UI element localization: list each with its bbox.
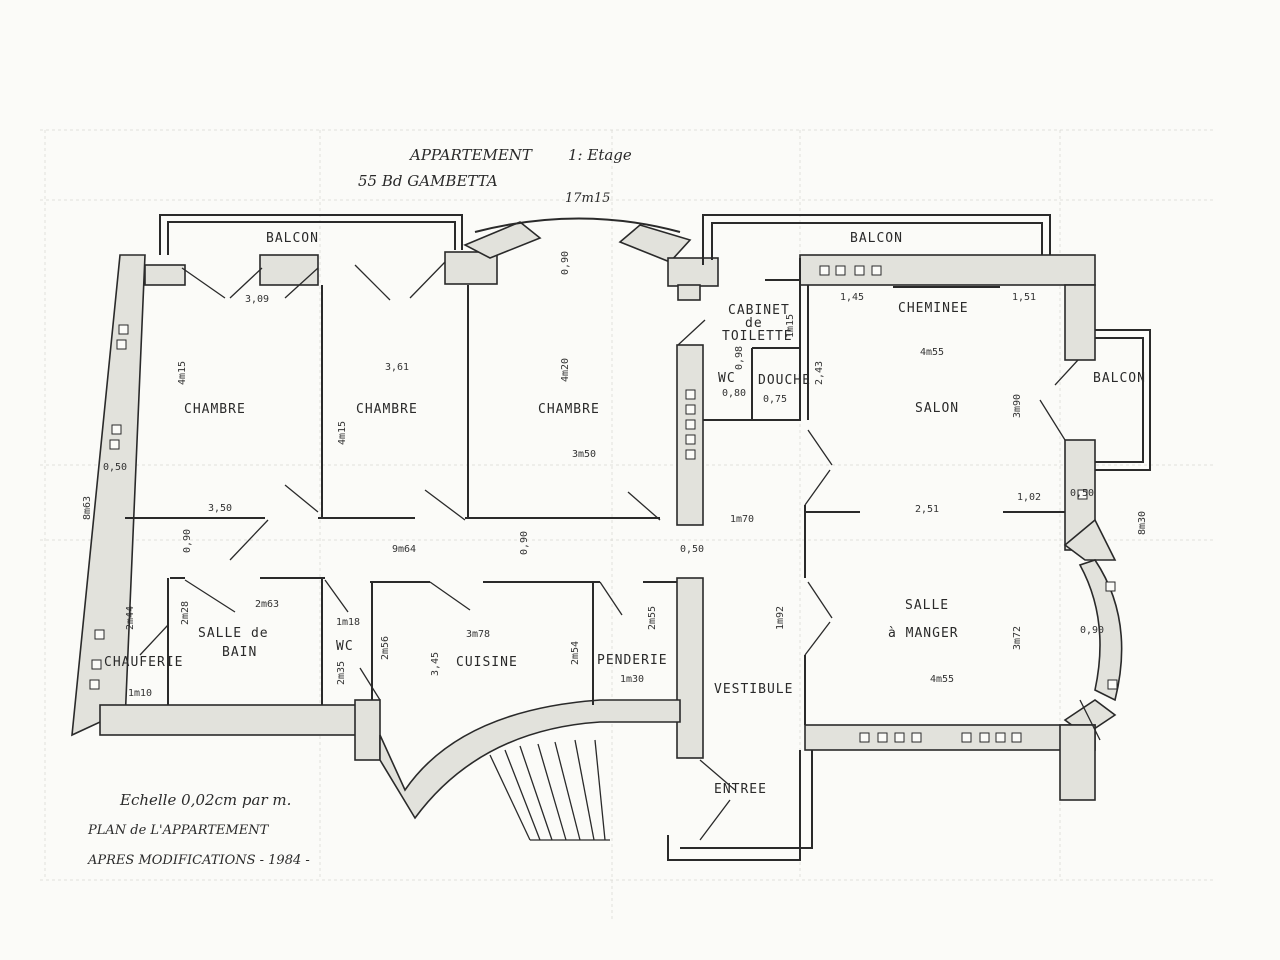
- room-balcon-left: BALCON: [266, 231, 319, 246]
- dim-256: 2m56: [380, 636, 391, 660]
- room-douche: DOUCHE: [758, 373, 811, 388]
- dim-228: 2m28: [180, 601, 191, 625]
- dim-110: 1m10: [128, 688, 152, 699]
- plan-notes: Echelle 0,02cm par m. PLAN de L'APPARTEM…: [87, 791, 310, 868]
- room-balcon-side: BALCON: [1093, 371, 1146, 386]
- dim-115: 1m15: [785, 314, 796, 338]
- dim-145: 1,45: [840, 292, 864, 303]
- dim-830: 8m30: [1137, 511, 1148, 535]
- partitions: [125, 279, 1065, 725]
- dim-415a: 4m15: [177, 361, 188, 385]
- room-chambre-1: CHAMBRE: [184, 402, 246, 417]
- note-apres: APRES MODIFICATIONS - 1984 -: [87, 853, 310, 868]
- dim-080: 0,80: [722, 388, 746, 399]
- room-vestibule: VESTIBULE: [714, 682, 793, 697]
- walls: [71, 214, 1151, 861]
- dim-255: 2m55: [647, 606, 658, 630]
- dim-309: 3,09: [245, 294, 269, 305]
- dim-863: 8m63: [82, 496, 93, 520]
- dim-151: 1,51: [1012, 292, 1036, 303]
- room-cabinet-line1: CABINET: [728, 303, 790, 318]
- dim-254: 2m54: [570, 641, 581, 665]
- room-cabinet-line3: TOILETTE: [722, 329, 793, 344]
- label-cheminee: CHEMINEE: [898, 301, 969, 316]
- dim-050-mid: 0,50: [680, 544, 704, 555]
- staircase: [489, 739, 610, 841]
- flues: [89, 265, 1118, 743]
- note-scale: Echelle 0,02cm par m.: [119, 791, 291, 809]
- room-cabinet-line2: de: [745, 316, 763, 331]
- overall-dimension: 17m15: [565, 191, 610, 206]
- dim-345: 3,45: [430, 652, 441, 676]
- dim-243: 2,43: [814, 361, 825, 385]
- dim-251: 2,51: [915, 504, 939, 515]
- room-penderie: PENDERIE: [597, 653, 668, 668]
- dim-263: 2m63: [255, 599, 279, 610]
- dim-170: 1m70: [730, 514, 754, 525]
- door-swings: [139, 261, 1101, 841]
- dim-050-right: 0,50: [1070, 488, 1094, 499]
- title-floor: 1: Etage: [568, 146, 632, 164]
- room-salle-line2: à MANGER: [888, 626, 959, 641]
- room-bain-line2: BAIN: [222, 645, 257, 660]
- room-salon: SALON: [915, 401, 959, 416]
- room-bain-line1: SALLE de: [198, 626, 269, 641]
- dim-372: 3m72: [1012, 626, 1023, 650]
- dim-420: 4m20: [560, 358, 571, 382]
- dim-102: 1,02: [1017, 492, 1041, 503]
- dim-235: 2m35: [336, 661, 347, 685]
- dim-090-top: 0,90: [560, 251, 571, 275]
- dim-378: 3m78: [466, 629, 490, 640]
- note-plan: PLAN de L'APPARTEMENT: [87, 823, 270, 838]
- dimension-labels: 3,09 4m15 3,61 4m15 4m20 3m50 0,90 3,50 …: [82, 251, 1148, 699]
- dim-361: 3,61: [385, 362, 409, 373]
- room-salle-line1: SALLE: [905, 598, 949, 613]
- room-cuisine: CUISINE: [456, 655, 518, 670]
- room-balcon-right: BALCON: [850, 231, 903, 246]
- room-wc-left: WC: [336, 639, 354, 654]
- dim-130: 1m30: [620, 674, 644, 685]
- dim-350-chambre: 3m50: [572, 449, 596, 460]
- room-wc-top: WC: [718, 371, 736, 386]
- title-line1: APPARTEMENT: [408, 146, 533, 164]
- plan-title: APPARTEMENT 1: Etage 55 Bd GAMBETTA 17m1…: [358, 146, 632, 206]
- title-line2: 55 Bd GAMBETTA: [358, 172, 498, 190]
- dim-098: 0,98: [734, 346, 745, 370]
- dim-118: 1m18: [336, 617, 360, 628]
- dim-090-right: 0,90: [1080, 625, 1104, 636]
- dim-350-corridor: 3,50: [208, 503, 232, 514]
- room-chauferie: CHAUFERIE: [104, 655, 183, 670]
- room-chambre-2: CHAMBRE: [356, 402, 418, 417]
- dim-075: 0,75: [763, 394, 787, 405]
- dim-192: 1m92: [775, 606, 786, 630]
- room-labels: CHAMBRE CHAMBRE CHAMBRE SALON SALLE à MA…: [104, 231, 1146, 797]
- dim-455-bottom: 4m55: [930, 674, 954, 685]
- room-entree: ENTREE: [714, 782, 767, 797]
- dim-090-corridor: 0,90: [182, 529, 193, 553]
- dim-050-left: 0,50: [103, 462, 127, 473]
- dim-244: 2m44: [125, 606, 136, 630]
- dim-455-top: 4m55: [920, 347, 944, 358]
- dim-090-corridor-2: 0,90: [519, 531, 530, 555]
- dim-415b: 4m15: [337, 421, 348, 445]
- room-chambre-3: CHAMBRE: [538, 402, 600, 417]
- dim-964: 9m64: [392, 544, 416, 555]
- dim-390: 3m90: [1012, 394, 1023, 418]
